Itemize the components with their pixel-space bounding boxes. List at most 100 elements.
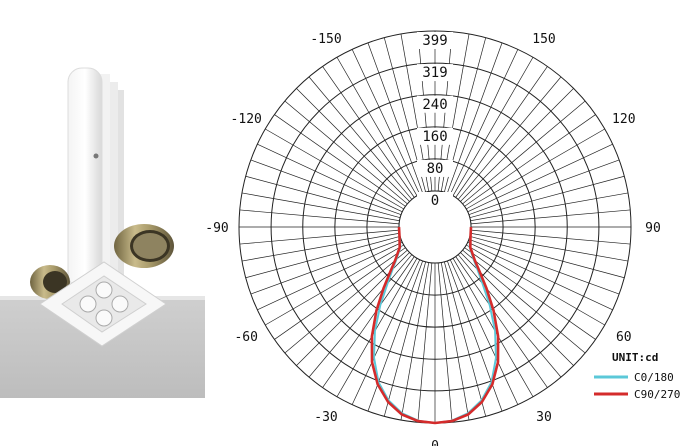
grid-spoke xyxy=(351,49,421,195)
angle-tick-label: 90 xyxy=(645,221,661,236)
angle-tick-label: -120 xyxy=(231,112,262,127)
heatsink-fin xyxy=(100,74,110,286)
grid-spoke xyxy=(449,49,519,195)
grid-spoke xyxy=(446,42,503,194)
heatsink-fin xyxy=(110,82,118,282)
grid-spoke xyxy=(367,260,424,412)
angle-tick-label: 0 xyxy=(431,439,439,446)
grid-spoke xyxy=(457,76,562,200)
radial-tick-bg xyxy=(417,192,453,209)
legend-label-c90: C90/270 xyxy=(634,388,680,401)
series-line-c90-270 xyxy=(370,226,500,425)
grid-spoke xyxy=(400,262,430,421)
grid-spoke xyxy=(440,262,470,421)
grid-spoke xyxy=(265,128,404,210)
grid-spoke xyxy=(464,247,596,340)
radial-tick-bg xyxy=(417,32,453,49)
angle-tick-label: 150 xyxy=(532,32,555,47)
grid-spoke xyxy=(470,232,629,262)
grid-spoke xyxy=(462,249,586,354)
grid-spoke xyxy=(245,175,401,219)
grid-spoke xyxy=(469,235,625,279)
radial-tick-label: 80 xyxy=(427,161,444,177)
angle-tick-labels: 0306090120150-30-60-90-120-150 xyxy=(205,32,661,446)
grid-spoke xyxy=(322,256,415,388)
radial-tick-bg xyxy=(417,127,453,145)
grid-spoke xyxy=(455,66,548,198)
grid-spoke xyxy=(336,57,418,196)
angle-tick-label: 60 xyxy=(616,330,632,345)
grid-spoke xyxy=(308,76,413,200)
grid-spoke xyxy=(467,143,613,213)
grid-spoke xyxy=(457,254,562,378)
grid-spoke xyxy=(284,249,408,354)
led-lens xyxy=(111,295,129,313)
angle-tick-label: 30 xyxy=(536,410,552,425)
grid-spoke xyxy=(466,244,605,326)
grid-spoke xyxy=(284,100,408,205)
unit-label: UNIT:cd xyxy=(612,351,658,364)
legend: UNIT:cd C0/180 C90/270 xyxy=(594,351,680,401)
grid-ring xyxy=(302,94,568,360)
grid-spoke xyxy=(296,88,410,202)
grid-spoke xyxy=(446,260,503,412)
grid-ring xyxy=(334,126,536,328)
radial-tick-label: 399 xyxy=(422,33,447,49)
radial-tick-label: 160 xyxy=(422,129,447,145)
grid-spoke xyxy=(245,235,401,279)
grid-ring xyxy=(270,62,600,392)
radial-tick-bg xyxy=(417,64,453,82)
polar-grid xyxy=(238,30,632,424)
angle-tick-label: -150 xyxy=(310,32,341,47)
grid-spoke xyxy=(469,175,625,219)
led-lens xyxy=(95,309,113,327)
grid-spoke xyxy=(336,258,418,397)
grid-spoke xyxy=(367,42,424,194)
grid-spoke xyxy=(462,100,586,205)
angle-tick-label: -60 xyxy=(234,330,257,345)
radial-tick-label: 319 xyxy=(422,65,447,81)
polar-curves xyxy=(370,226,500,425)
radial-tick-bg xyxy=(417,159,453,177)
grid-spoke xyxy=(468,159,620,216)
grid-spoke xyxy=(250,238,402,295)
grid-spoke xyxy=(308,254,413,378)
grid-spoke xyxy=(239,229,400,245)
grid-spoke xyxy=(383,261,427,417)
grid-spoke xyxy=(274,114,406,207)
grid-spoke xyxy=(257,143,403,213)
grid-spoke xyxy=(417,262,433,423)
grid-spoke xyxy=(464,114,596,207)
grid-spoke xyxy=(437,262,453,423)
radial-tick-label: 0 xyxy=(431,193,439,209)
grid-ring xyxy=(366,158,504,296)
radial-tick-label: 240 xyxy=(422,97,447,113)
grid-spoke xyxy=(470,192,629,222)
grid-spoke xyxy=(452,57,534,196)
angle-tick-label: 120 xyxy=(612,112,635,127)
grid-spoke xyxy=(470,209,631,225)
grid-spoke xyxy=(351,259,421,405)
grid-spoke xyxy=(239,209,400,225)
legend-label-c0: C0/180 xyxy=(634,371,674,384)
angle-tick-label: -90 xyxy=(205,221,228,236)
screw xyxy=(93,153,99,159)
grid-spoke xyxy=(241,192,400,222)
grid-spoke xyxy=(468,238,620,295)
radial-tick-bg xyxy=(417,95,453,113)
grid-spoke xyxy=(467,241,613,311)
grid-spoke xyxy=(449,259,519,405)
heatsink-fin xyxy=(118,90,124,280)
grid-spoke xyxy=(265,244,404,326)
product-photo xyxy=(0,67,205,398)
grid-spoke xyxy=(322,66,415,198)
grid-spoke xyxy=(443,261,487,417)
grid-spoke xyxy=(274,247,406,340)
grid-spoke xyxy=(455,256,548,388)
grid-spoke xyxy=(452,258,534,397)
grid-spoke xyxy=(460,88,574,202)
grid-spoke xyxy=(241,232,400,262)
radial-tick-labels: 0 80 160 240 319 399 xyxy=(417,32,453,209)
led-lens xyxy=(79,295,97,313)
